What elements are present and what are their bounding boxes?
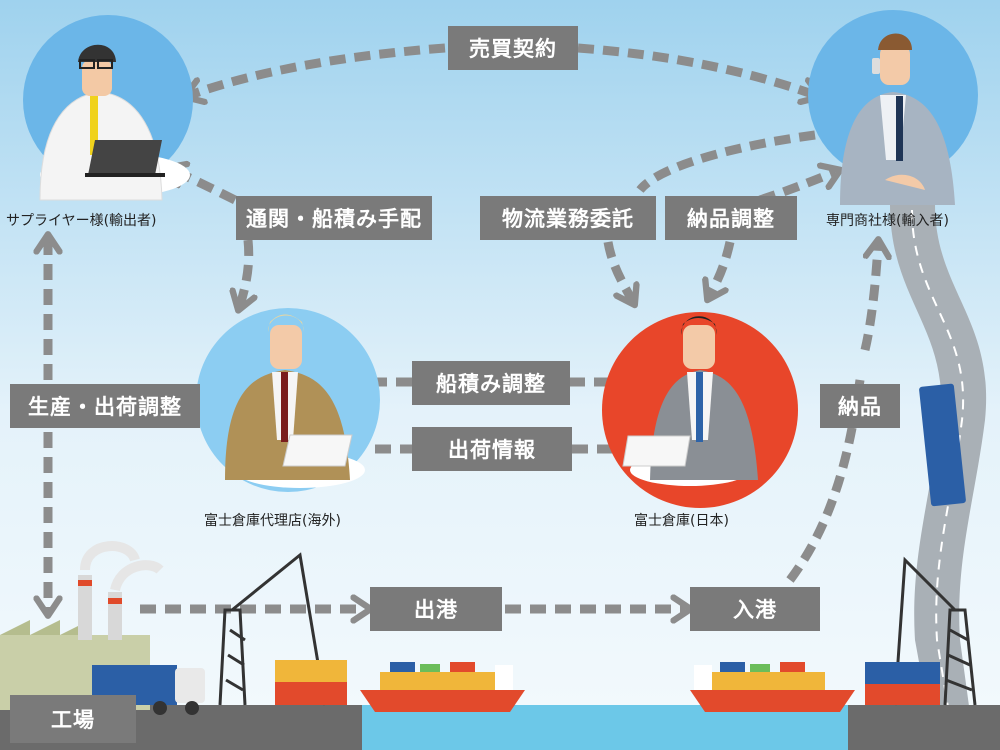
tag-delivery: 納品: [820, 384, 900, 428]
fuji-japan-illustration: [602, 312, 798, 508]
trader-illustration: [808, 10, 978, 205]
sea: [360, 705, 860, 750]
right-crane: [893, 556, 977, 706]
arrow-customs-to-agent: [240, 239, 249, 305]
tag-shipping-info: 出荷情報: [412, 427, 572, 471]
arrow-sales-contract-right: [577, 43, 815, 95]
tag-factory: 工場: [10, 695, 136, 743]
caption-fuji-japan: 富士倉庫(日本): [634, 513, 729, 529]
caption-trader: 専門商社様(輸入者): [826, 213, 949, 229]
supplier-illustration: [23, 15, 193, 201]
caption-supplier: サプライヤー様(輸出者): [6, 213, 157, 229]
left-containers: [275, 660, 347, 705]
caption-overseas-agent: 富士倉庫代理店(海外): [204, 513, 341, 529]
tag-arrival: 入港: [690, 587, 820, 631]
road-truck: [919, 383, 966, 507]
arrow-sales-contract: [190, 43, 446, 95]
tag-logistics-outsource: 物流業務委託: [480, 196, 656, 240]
ship-arrival: [690, 662, 855, 712]
arrows: [48, 43, 878, 610]
left-crane: [218, 552, 327, 706]
right-dock: [848, 705, 1000, 750]
tag-sales-contract: 売買契約: [448, 26, 578, 70]
right-containers: [865, 662, 940, 705]
tag-customs-loading: 通関・船積み手配: [236, 196, 432, 240]
tag-production-adjust: 生産・出荷調整: [10, 384, 200, 428]
tag-departure: 出港: [370, 587, 502, 631]
ship-departure: [360, 662, 525, 712]
agent-illustration: [196, 308, 380, 492]
arrow-logistics-outsource: [636, 130, 816, 194]
tag-loading-adjust: 船積み調整: [412, 361, 570, 405]
tag-delivery-adjust: 納品調整: [665, 196, 797, 240]
